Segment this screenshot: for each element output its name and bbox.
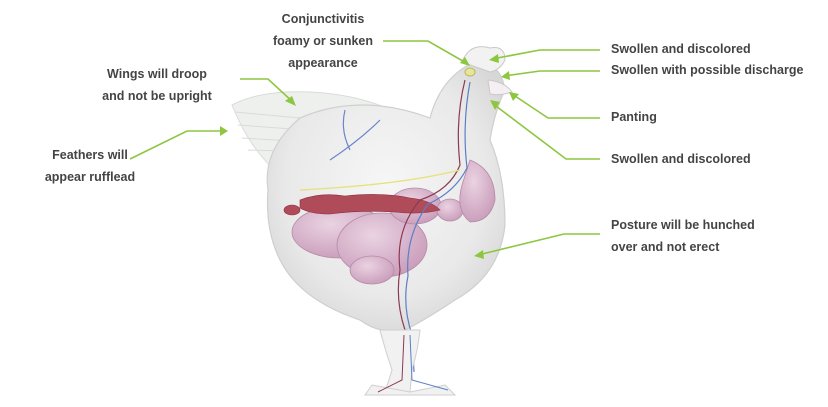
arrow-comb-icon (489, 54, 499, 63)
leader-posture (477, 233, 600, 256)
arrow-conjunctivitis-icon (460, 57, 470, 66)
label-posture: Posture will be hunched over and not ere… (611, 218, 755, 254)
label-nostrils: Swollen with possible discharge (611, 63, 804, 77)
arrow-wattles-icon (490, 100, 500, 110)
eye-icon (464, 67, 476, 77)
label-wings: Wings will droop and not be upright (102, 67, 212, 103)
label-comb: Swollen and discolored (611, 42, 751, 56)
label-beak: Panting (611, 110, 657, 124)
leader-nostrils (503, 70, 600, 77)
head (461, 46, 513, 96)
label-wattles: Swollen and discolored (611, 152, 751, 166)
arrow-beak-icon (509, 92, 519, 101)
arrow-feathers-icon (220, 126, 228, 136)
leader-comb (491, 49, 600, 60)
leader-lines (129, 40, 600, 256)
arrow-nostrils-icon (501, 71, 510, 80)
blood-vessels (299, 79, 471, 373)
arrow-posture-icon (474, 250, 484, 259)
leader-wings (240, 78, 295, 104)
leader-beak (511, 93, 600, 119)
intestines (283, 194, 441, 216)
arrow-wings-icon (285, 96, 296, 106)
leader-wattles (491, 102, 600, 160)
leader-conjunctivitis (383, 40, 469, 65)
arrowheads (220, 54, 519, 259)
label-conjunctivitis: Conjunctivitis foamy or sunken appearanc… (272, 12, 374, 70)
label-feathers: Feathers will appear rufflead (44, 148, 136, 184)
leg-vessels (377, 334, 449, 393)
leader-feathers (129, 130, 224, 160)
